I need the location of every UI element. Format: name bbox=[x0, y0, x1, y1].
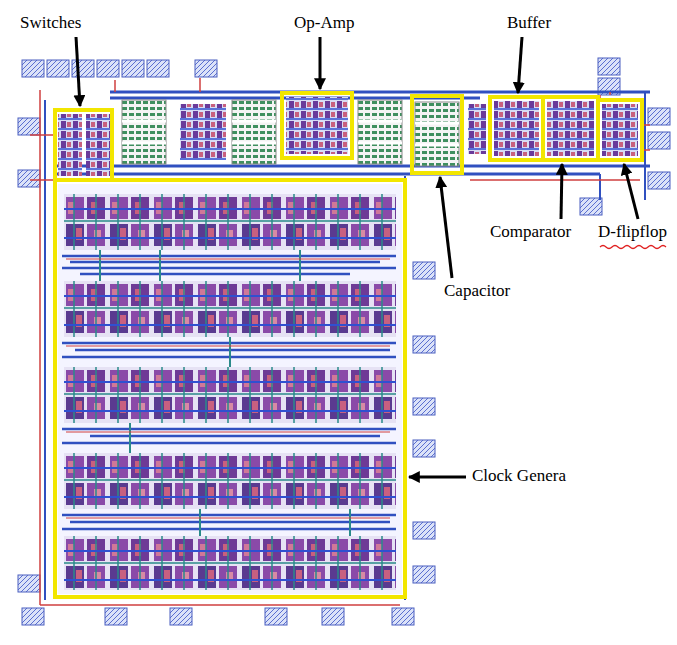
bond-pads bbox=[18, 58, 670, 625]
metal-wires bbox=[30, 78, 650, 605]
clock-generator-cells bbox=[58, 184, 402, 594]
callout-label: Clock Genera bbox=[470, 466, 568, 486]
callout-label: Op-Amp bbox=[292, 13, 356, 33]
callout-label: D-flipflop bbox=[596, 222, 669, 242]
callout-label: Comparator bbox=[488, 222, 573, 242]
highlight-boxes bbox=[55, 93, 642, 597]
top-blocks bbox=[58, 97, 638, 176]
spellcheck-underline bbox=[600, 246, 666, 249]
callout-label: Buffer bbox=[505, 13, 553, 33]
callout-label: Capacitor bbox=[442, 281, 512, 301]
leader-arrows bbox=[76, 37, 638, 477]
callout-label: Switches bbox=[18, 13, 83, 33]
